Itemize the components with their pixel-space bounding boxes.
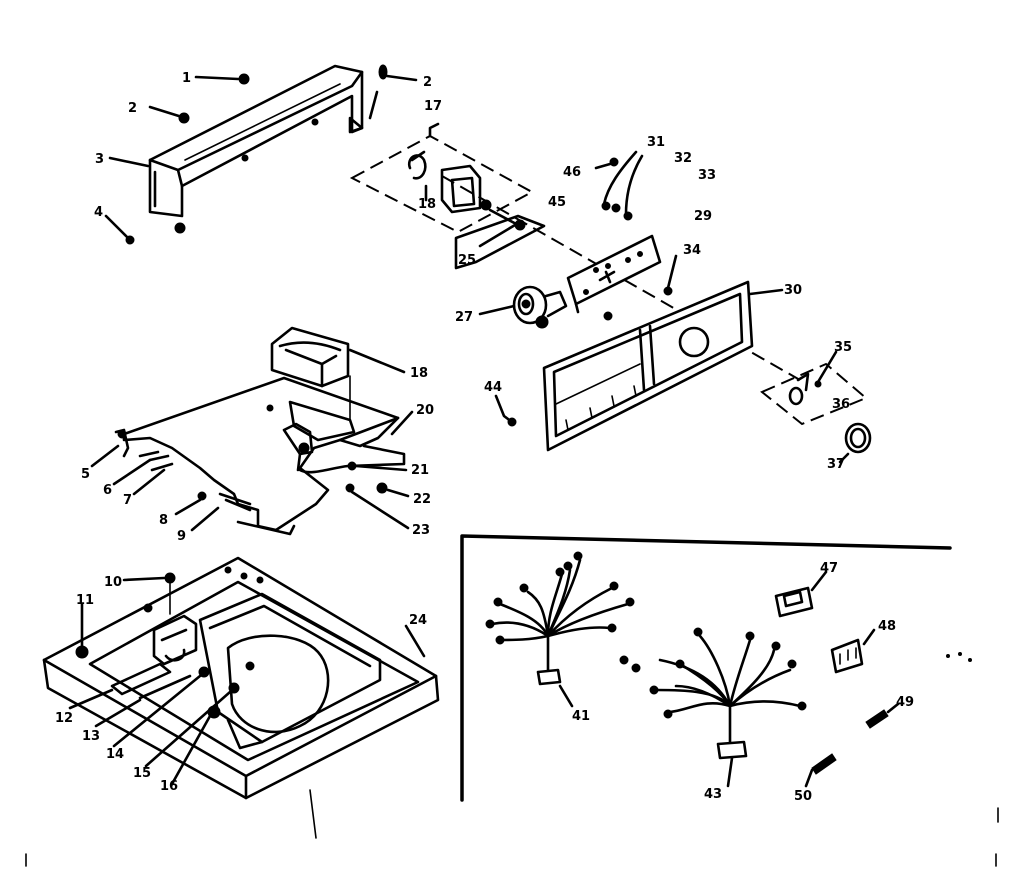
- callout-5: 5: [81, 467, 90, 482]
- callout-47: 47: [820, 561, 838, 576]
- screw-34: [663, 254, 678, 296]
- callout-34: 34: [683, 243, 701, 258]
- lid-switch-cover: [270, 326, 350, 388]
- callout-16: 16: [160, 779, 178, 794]
- callout-35: 35: [834, 340, 852, 355]
- leader-3: [108, 156, 150, 168]
- knob-insert-plate: [760, 350, 868, 426]
- callout-17: 17: [424, 99, 442, 114]
- timer-mount-plate: [349, 122, 535, 234]
- screw-2-left: [148, 105, 190, 124]
- leader-45: [488, 208, 522, 228]
- callout-46: 46: [563, 165, 581, 180]
- callout-31: 31: [647, 135, 665, 150]
- callout-7: 7: [123, 493, 132, 508]
- callout-18b: 18: [410, 366, 428, 381]
- knob-37: [838, 422, 872, 464]
- callout-labels: 1 2 2 3 4 5 6 7 8 9 10 11 12 13 14 15 16…: [55, 71, 914, 804]
- wiring-frame: [460, 534, 952, 802]
- callout-20: 20: [416, 403, 434, 418]
- parts-12-16: [68, 661, 255, 786]
- callout-50: 50: [794, 789, 812, 804]
- console-backsplash: [148, 64, 364, 218]
- spring-6-7: [112, 450, 174, 496]
- callout-30: 30: [784, 283, 802, 298]
- callout-44: 44: [484, 380, 502, 395]
- callout-23: 23: [412, 523, 430, 538]
- callout-18a: 18: [418, 197, 436, 212]
- rod-8-9: [174, 491, 296, 536]
- callout-12: 12: [55, 711, 73, 726]
- callout-1: 1: [182, 71, 191, 86]
- callout-2a: 2: [128, 101, 137, 116]
- callout-43: 43: [704, 787, 722, 802]
- hinge-pin-5: [90, 428, 130, 468]
- callout-14: 14: [106, 747, 124, 762]
- callout-9: 9: [177, 529, 186, 544]
- callout-10: 10: [104, 575, 122, 590]
- leader-19: [348, 348, 406, 374]
- screw-4: [104, 214, 186, 245]
- callout-27: 27: [455, 310, 473, 325]
- wire-harness-41: [485, 551, 635, 708]
- screw-2-right: [368, 64, 418, 120]
- bleach-dispenser-10-16: [75, 572, 198, 666]
- screw-44: [494, 394, 517, 427]
- callout-2b: 2: [423, 75, 432, 90]
- wire-clip-assembly: [594, 150, 644, 221]
- callout-41: 41: [572, 709, 590, 724]
- callout-15: 15: [133, 766, 151, 781]
- callout-33: 33: [698, 168, 716, 183]
- terminal-block-47: [774, 570, 828, 618]
- callout-48: 48: [878, 619, 896, 634]
- callout-3: 3: [95, 152, 104, 167]
- plug-49: [865, 702, 900, 729]
- callout-36: 36: [832, 397, 850, 412]
- callout-8: 8: [159, 513, 168, 528]
- washer-top-cover: [42, 556, 440, 839]
- callout-6: 6: [103, 483, 112, 498]
- lid-hinge-bracket: [122, 376, 400, 532]
- callout-29: 29: [694, 209, 712, 224]
- callout-11: 11: [76, 593, 94, 608]
- callout-4: 4: [94, 205, 103, 220]
- parts-21-23: [345, 461, 410, 530]
- wire-harness-43: [619, 627, 807, 788]
- callout-25: 25: [458, 253, 476, 268]
- control-board: [566, 234, 662, 314]
- callout-45: 45: [548, 195, 566, 210]
- callout-22: 22: [413, 492, 431, 507]
- plug-50: [804, 753, 837, 788]
- timer-knob: [478, 285, 613, 329]
- lid-switch-actuator-20: [282, 410, 414, 474]
- callout-49: 49: [896, 695, 914, 710]
- callout-24: 24: [409, 613, 427, 628]
- connector-48: [830, 628, 876, 674]
- callout-37: 37: [827, 457, 845, 472]
- callout-13: 13: [82, 729, 100, 744]
- screw-1: [194, 73, 250, 85]
- scan-marks: [25, 652, 999, 867]
- callout-32: 32: [674, 151, 692, 166]
- control-panel: [542, 280, 784, 452]
- callout-21: 21: [411, 463, 429, 478]
